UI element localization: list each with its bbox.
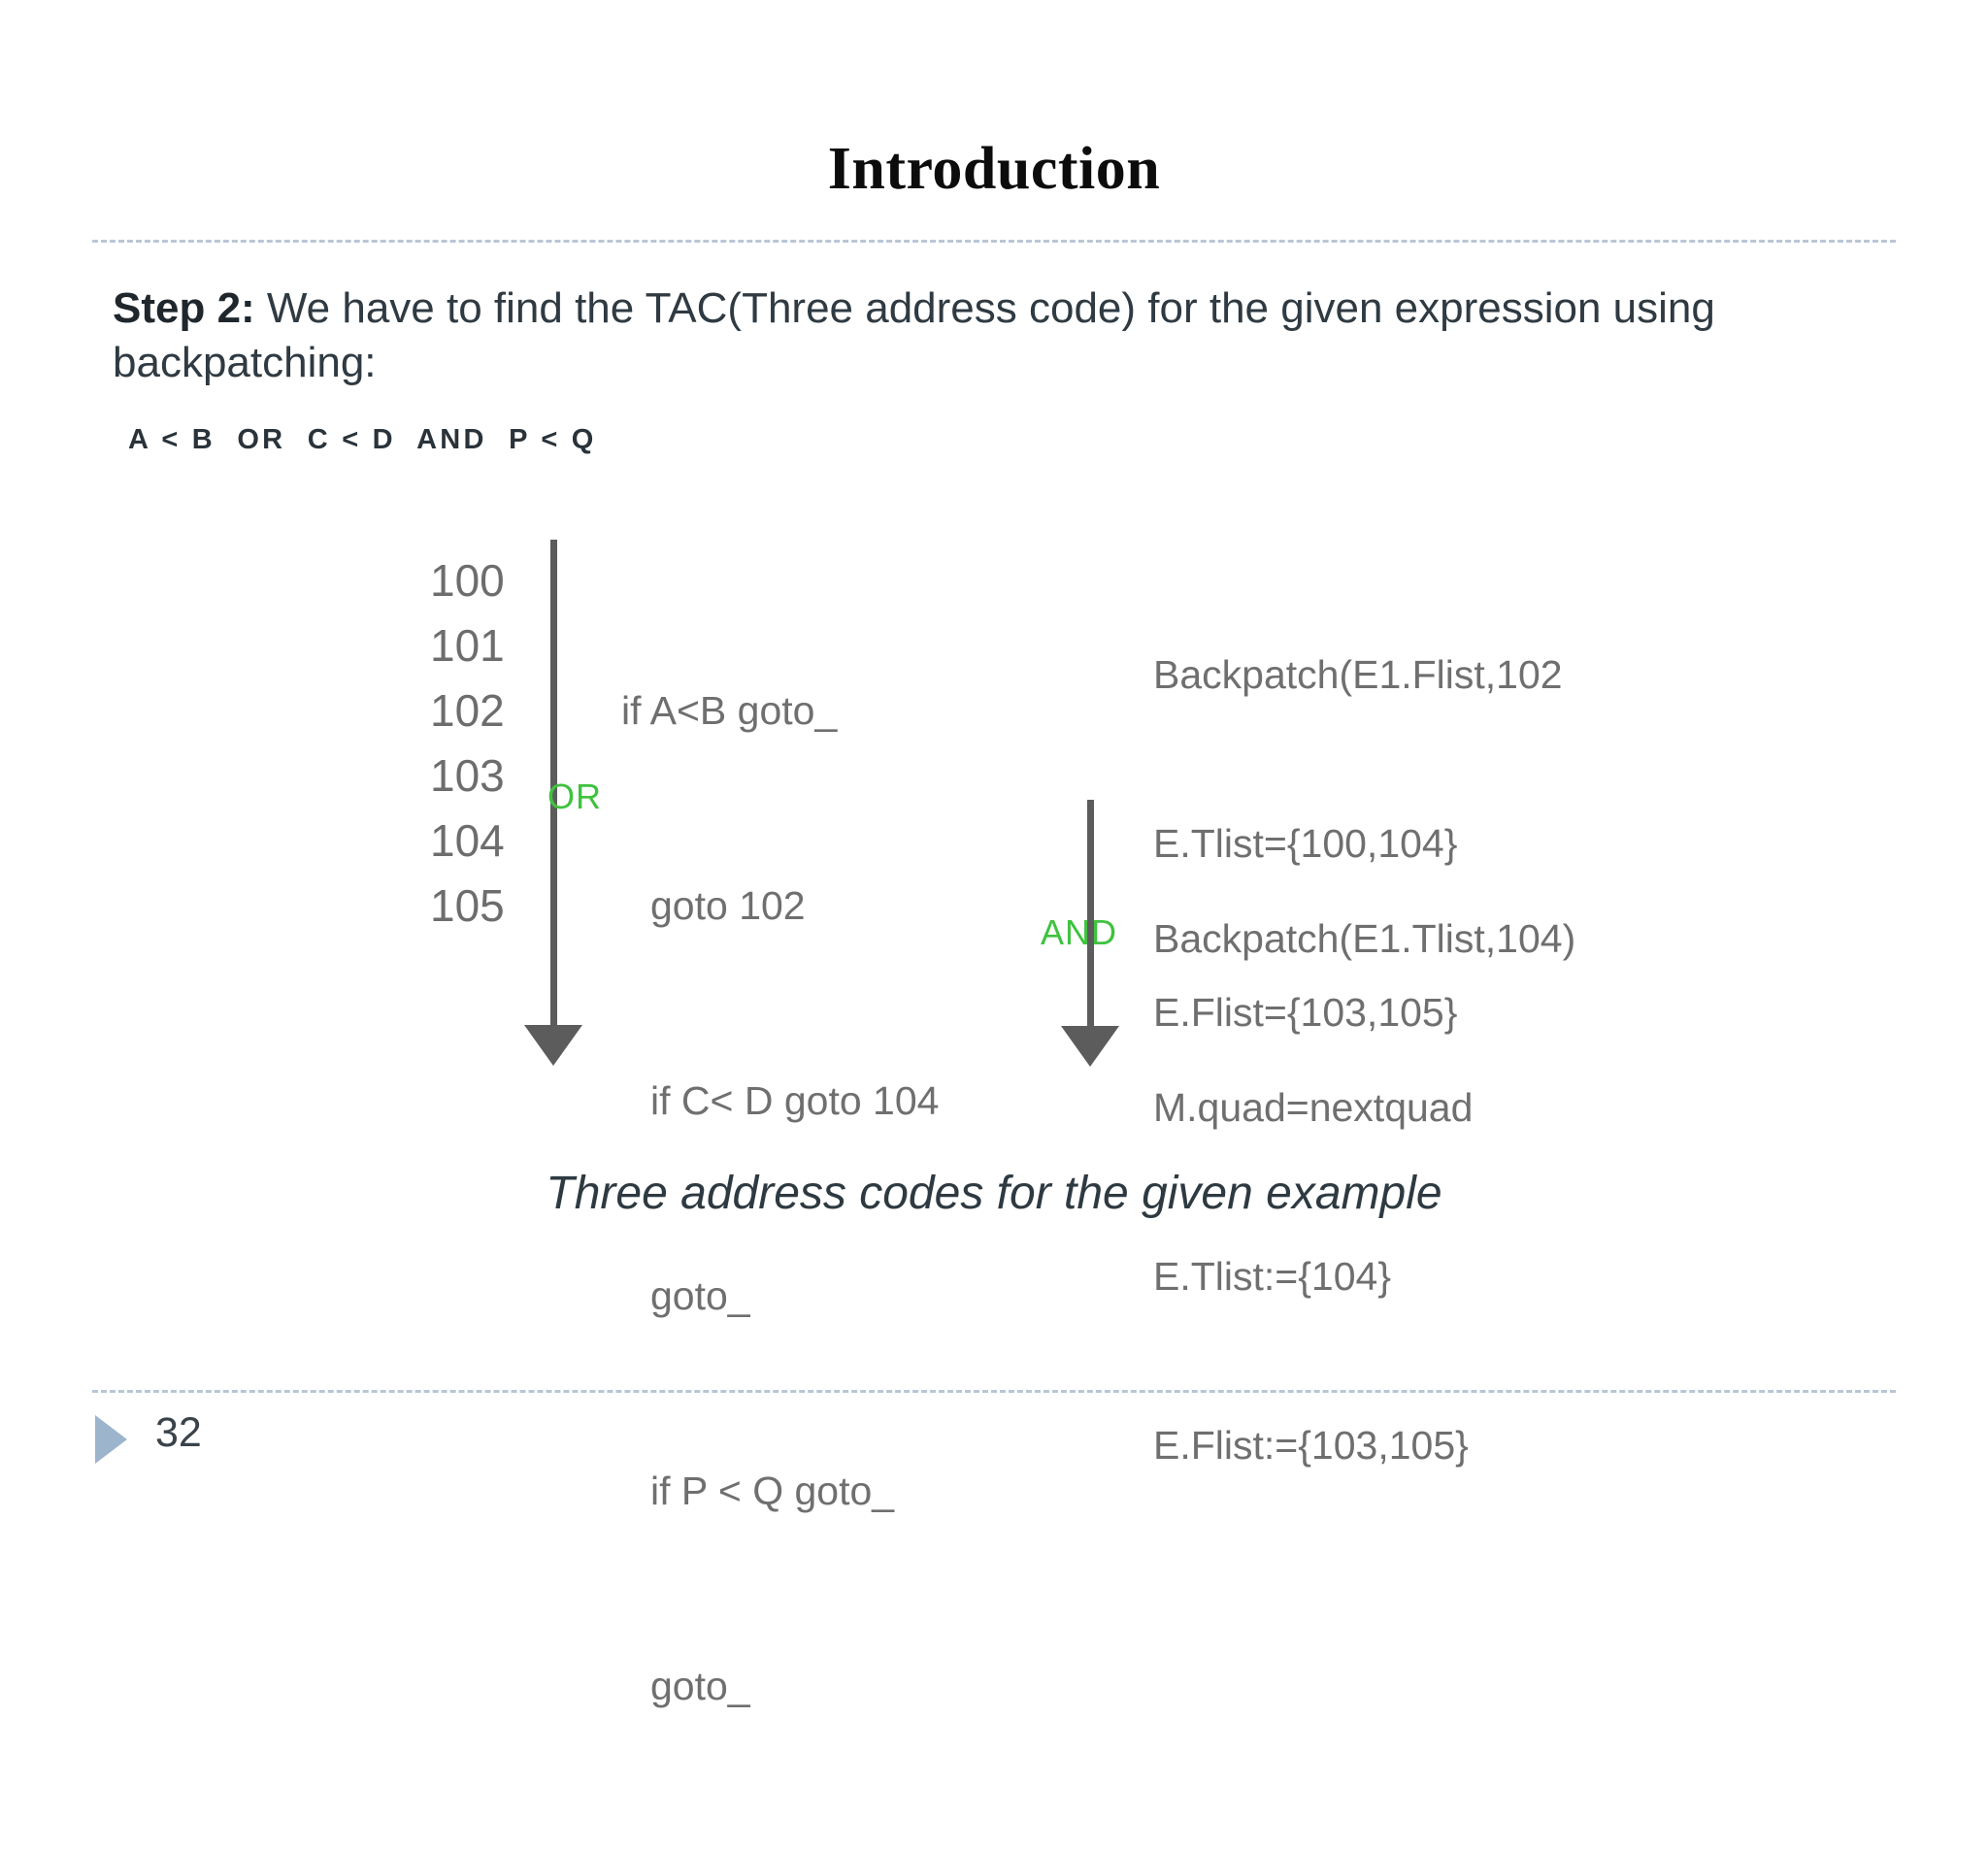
arrow-shaft	[1086, 800, 1094, 1031]
code-line: goto_	[650, 1664, 750, 1708]
body-paragraph: Step 2: We have to find the TAC(Three ad…	[113, 281, 1889, 391]
boolean-expression: A < B OR C < D AND P < Q	[128, 424, 597, 455]
code-line: if C< D goto 104	[650, 1078, 940, 1123]
code-line: if A<B goto_	[621, 688, 838, 733]
or-operator-label: OR	[547, 776, 602, 816]
annotation-line: E.Flist:={103,105}	[1153, 1423, 1469, 1468]
line-number-column: 100 101 102 103 104 105	[430, 548, 542, 939]
line-number: 102	[430, 685, 505, 736]
diagram-caption: Three address codes for the given exampl…	[0, 1167, 1988, 1220]
annotation-line: Backpatch(E1.Flist,102	[1153, 652, 1563, 697]
or-down-arrow-icon	[520, 540, 586, 1069]
annotation-line: E.Flist={103,105}	[1153, 990, 1458, 1035]
page-title: Introduction	[827, 136, 1161, 202]
step-label: Step 2:	[113, 284, 255, 332]
code-line: goto 102	[650, 883, 806, 928]
arrow-shaft	[549, 540, 557, 1030]
code-line: if P < Q goto_	[650, 1469, 895, 1513]
annotation-block-and: Backpatch(E1.Tlist,104) M.quad=nextquad …	[1153, 798, 1575, 1586]
arrow-head	[1061, 1026, 1119, 1067]
annotation-line: E.Tlist={100,104}	[1153, 821, 1458, 866]
line-number: 103	[430, 750, 505, 801]
annotation-block-or: Backpatch(E1.Flist,102 E.Tlist={100,104}…	[1153, 534, 1563, 1153]
line-number: 104	[430, 815, 505, 866]
annotation-line: E.Tlist:={104}	[1153, 1254, 1392, 1299]
page-number: 32	[155, 1409, 202, 1456]
annotation-line: Backpatch(E1.Tlist,104)	[1153, 916, 1576, 961]
three-address-code-diagram: 100 101 102 103 104 105 if A<B goto_ got…	[430, 534, 1575, 1708]
line-number: 105	[430, 880, 505, 931]
diagram-caption-text: Three address codes for the given exampl…	[546, 1168, 1442, 1219]
header-divider	[92, 240, 1896, 243]
triangle-right-icon	[95, 1415, 127, 1464]
and-operator-label: AND	[1041, 912, 1118, 952]
code-line: goto_	[650, 1273, 750, 1318]
annotation-line: M.quad=nextquad	[1153, 1085, 1474, 1130]
line-number: 101	[430, 620, 505, 671]
footer-divider	[92, 1390, 1896, 1393]
step-description: We have to find the TAC(Three address co…	[113, 284, 1715, 387]
line-number: 100	[430, 555, 505, 606]
and-down-arrow-icon	[1057, 800, 1123, 1070]
arrow-head	[524, 1025, 582, 1066]
